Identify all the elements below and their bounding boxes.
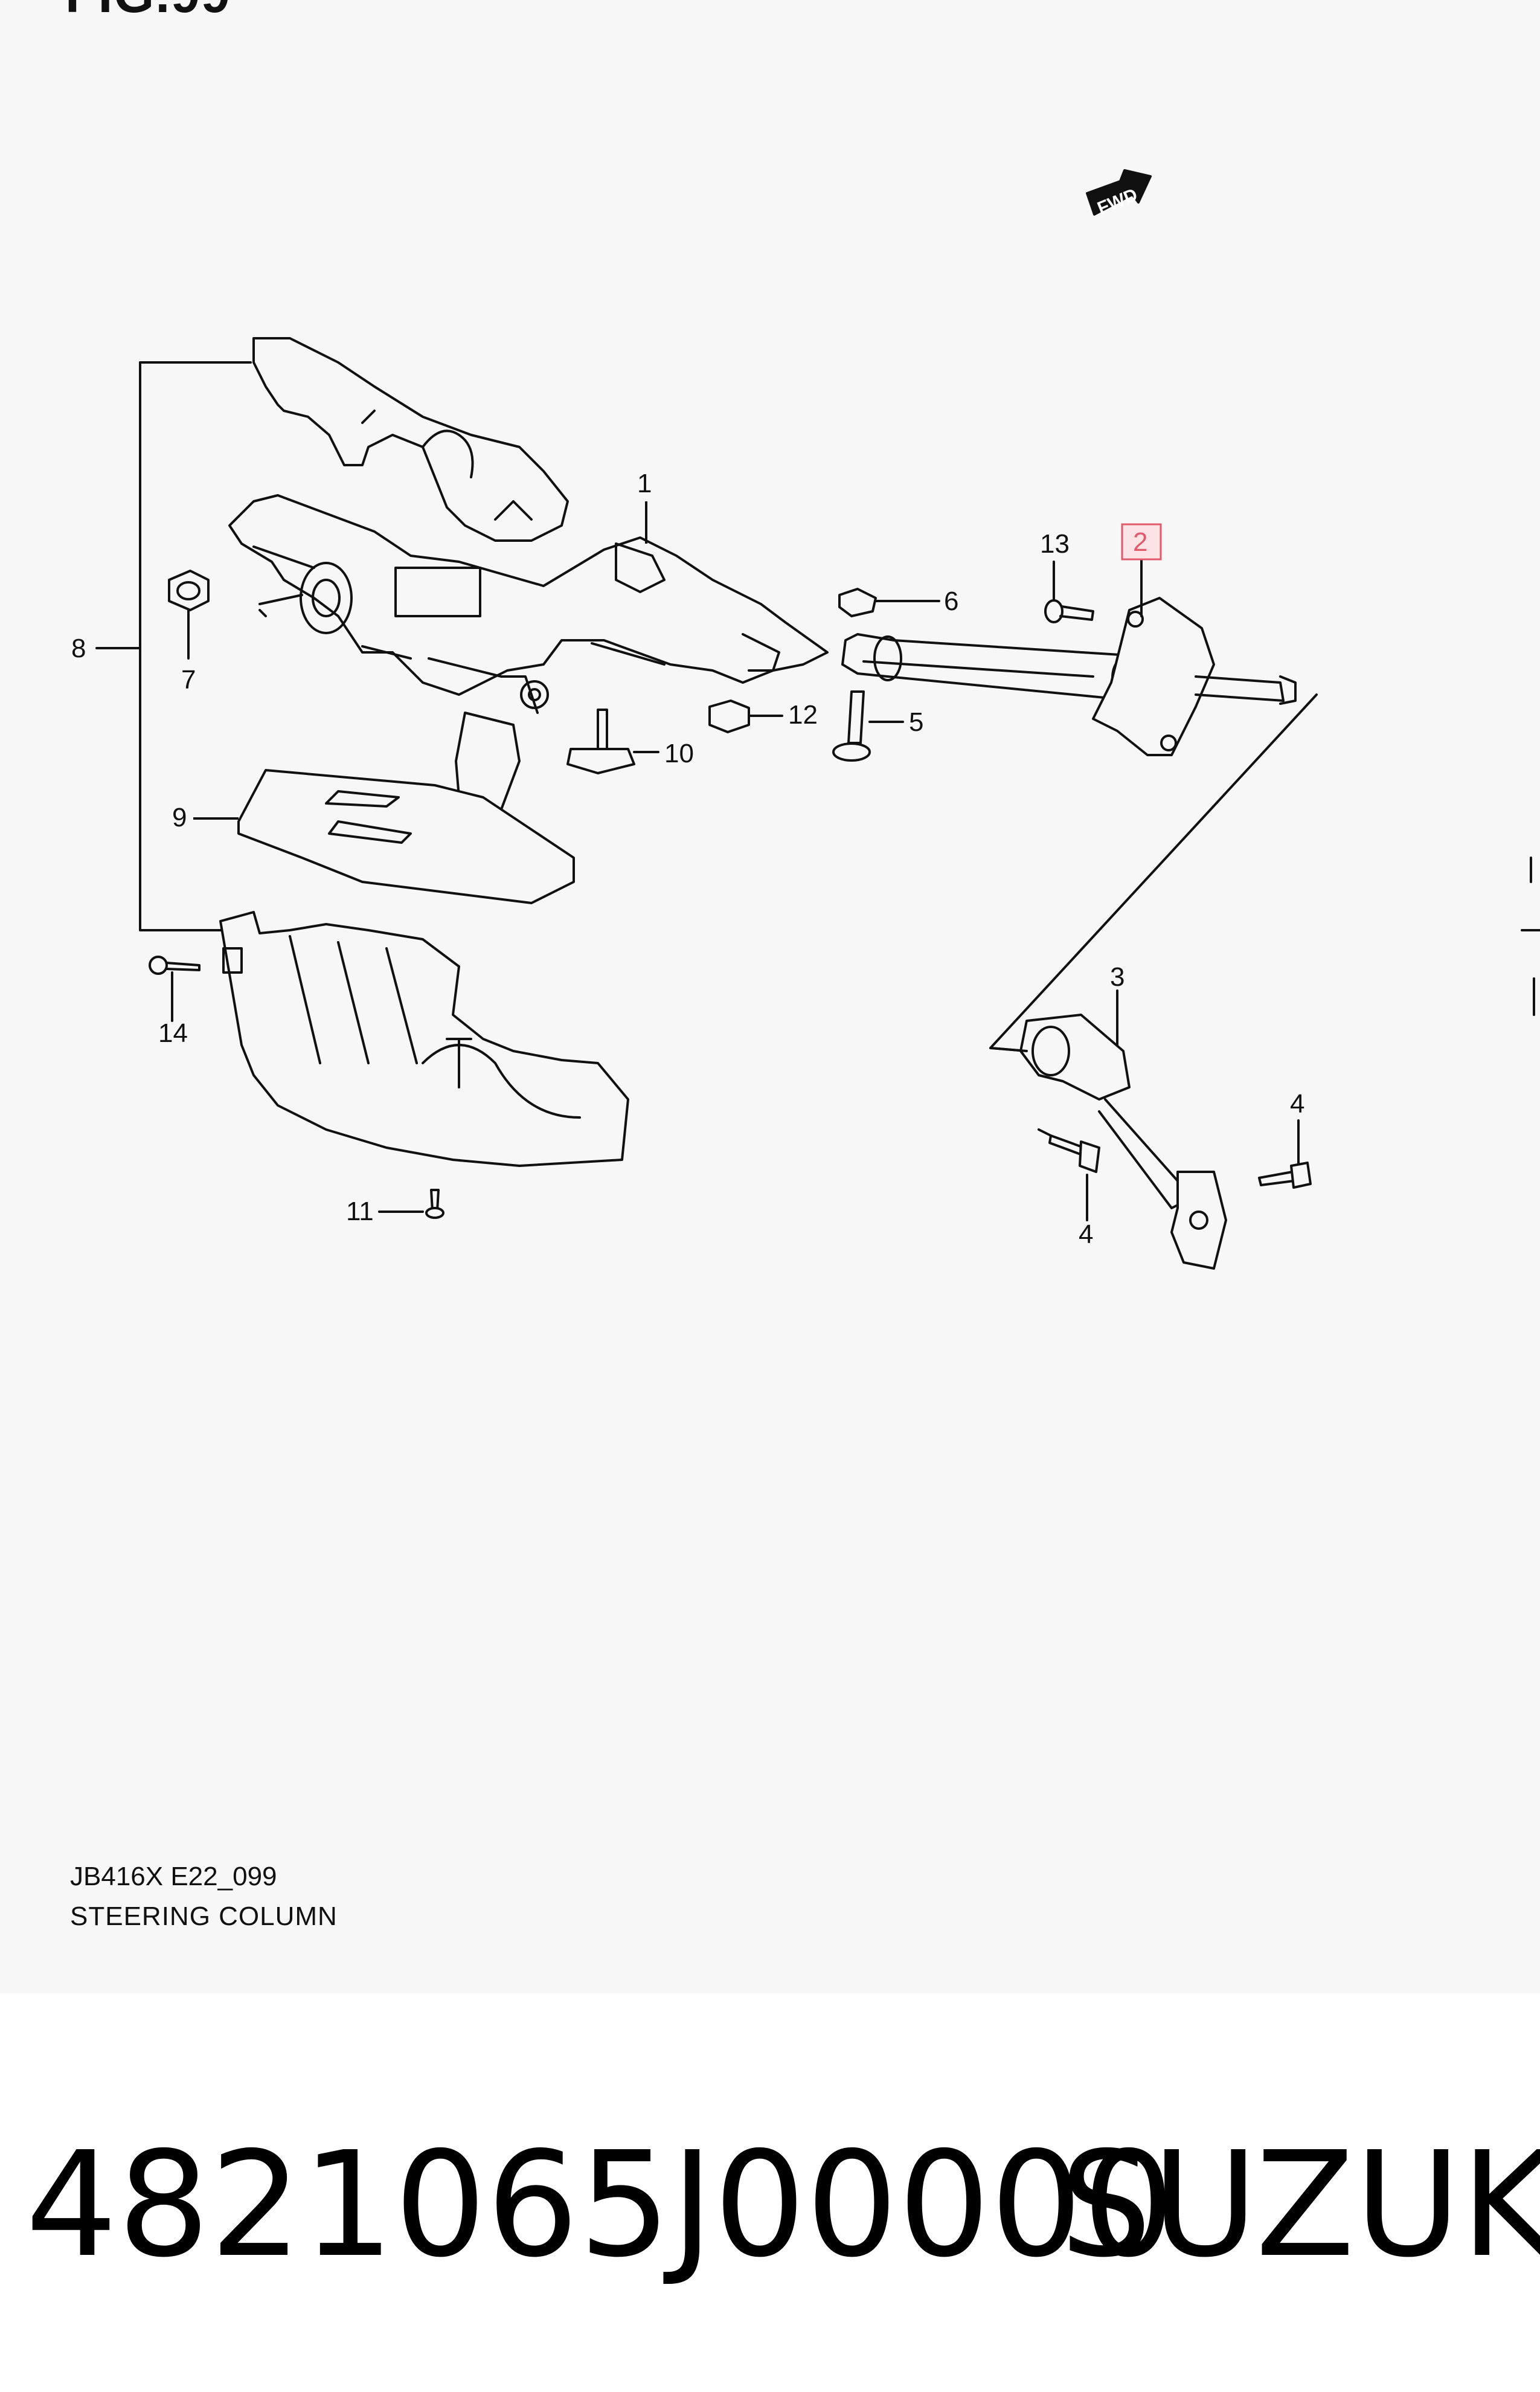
long-bolt-icon	[832, 690, 904, 762]
callout-6: 6	[944, 587, 958, 616]
steering-column-assembly	[228, 494, 829, 811]
callout-9: 9	[172, 803, 187, 832]
group-bracket	[139, 361, 252, 931]
callout-13: 13	[1040, 529, 1070, 559]
part-number: 4821065J00000	[25, 2120, 1175, 2289]
diagram-reference-title: STEERING COLUMN	[70, 1902, 338, 1931]
callout-1: 1	[637, 469, 652, 498]
column-hole-cover	[237, 769, 575, 904]
bolt-4-icon	[1038, 1128, 1100, 1221]
exploded-parts-diagram: FWD	[71, 169, 1540, 1270]
upper-column-cover	[252, 337, 569, 542]
callout-4a: 4	[1079, 1220, 1093, 1249]
bolt-icon	[566, 709, 659, 774]
intermediate-shaft	[841, 597, 1297, 756]
callout-3: 3	[1110, 962, 1125, 992]
callout-10: 10	[664, 739, 694, 768]
figure-title: FIG.99	[65, 0, 231, 25]
callout-12: 12	[788, 700, 818, 730]
callout-4b: 4	[1290, 1089, 1304, 1119]
callout-8: 8	[71, 634, 86, 663]
lower-column-cover	[219, 911, 629, 1167]
small-nut-icon	[838, 588, 940, 617]
callout-11: 11	[346, 1197, 374, 1226]
diagram-panel: FIG.99 FWD	[65, 0, 1540, 1931]
brand-name: SUZUKI	[1060, 2120, 1540, 2289]
callout-7: 7	[181, 665, 196, 695]
bolt-13-icon	[1044, 561, 1094, 623]
callout-14: 14	[158, 1018, 188, 1048]
callout-5: 5	[909, 707, 923, 737]
callout-2-highlight[interactable]	[1121, 523, 1162, 561]
callout-2[interactable]: 2	[1133, 527, 1147, 557]
flange-nut-icon	[708, 699, 783, 733]
nut-icon	[168, 570, 210, 660]
diagram-reference-code: JB416X E22_099	[70, 1862, 277, 1891]
screw-11-icon	[378, 1189, 444, 1219]
fwd-arrow-icon: FWD	[1086, 169, 1152, 219]
bolt-4b-icon	[1258, 1119, 1312, 1189]
screw-14-icon	[149, 956, 201, 1022]
universal-joint	[989, 989, 1227, 1270]
